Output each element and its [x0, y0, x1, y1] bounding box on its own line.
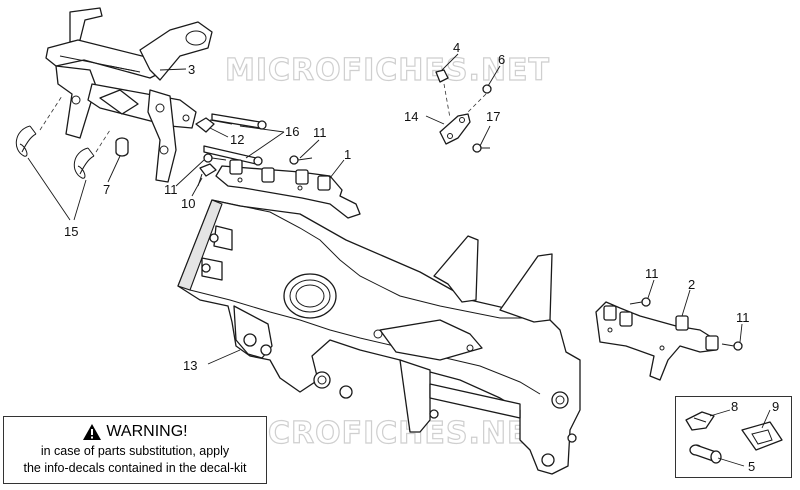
warning-heading: WARNING! — [4, 421, 266, 443]
part-11-screw-c[interactable] — [629, 297, 651, 307]
watermark-top: MICROFICHES.NET — [225, 53, 550, 88]
callout-14: 14 — [404, 109, 418, 124]
part-14-bracket[interactable] — [439, 83, 487, 145]
part-11-screw-a[interactable] — [203, 153, 227, 163]
part-6-nut[interactable] — [482, 84, 492, 94]
part-11-screw-d[interactable] — [721, 341, 743, 351]
callout-7: 7 — [103, 182, 110, 197]
callout-13: 13 — [183, 358, 197, 373]
warning-triangle-icon — [83, 424, 102, 440]
part-17-screw[interactable] — [472, 143, 490, 153]
callout-11a: 11 — [164, 182, 178, 197]
callout-9: 9 — [772, 399, 779, 414]
callout-16: 16 — [285, 124, 299, 139]
callout-11d: 11 — [736, 310, 750, 325]
callout-10: 10 — [181, 196, 195, 211]
callout-5: 5 — [748, 459, 755, 474]
warning-notice: WARNING! in case of parts substitution, … — [3, 416, 267, 484]
part-11-screw-b[interactable] — [289, 155, 313, 165]
callout-1: 1 — [344, 147, 351, 162]
part-16-screws[interactable] — [203, 113, 267, 166]
warning-line-2: the info-decals contained in the decal-k… — [23, 461, 247, 475]
part-5-grommet[interactable] — [689, 444, 722, 464]
part-1-left-plate[interactable] — [215, 159, 361, 219]
callout-15: 15 — [64, 224, 78, 239]
part-9-plate[interactable] — [741, 421, 783, 451]
warning-line-1: in case of parts substitution, apply — [40, 444, 230, 458]
callout-12: 12 — [230, 132, 244, 147]
watermark-bottom: MICROFICHES.NET — [225, 416, 550, 451]
warning-title: WARNING! — [106, 423, 188, 440]
callout-11c: 11 — [645, 266, 659, 281]
part-10-bolt[interactable] — [197, 163, 217, 187]
part-8-clip[interactable] — [685, 411, 715, 431]
part-13-main-frame[interactable] — [177, 199, 581, 475]
part-7-bushing[interactable] — [115, 137, 129, 157]
callout-2: 2 — [688, 277, 695, 292]
callout-6: 6 — [498, 52, 505, 67]
leader-lines — [27, 53, 771, 467]
callout-3: 3 — [188, 62, 195, 77]
callout-11b: 11 — [313, 125, 327, 140]
callout-4: 4 — [453, 40, 460, 55]
callout-labels: 1 2 3 4 5 6 7 8 9 10 11 11 11 11 12 13 1… — [64, 40, 779, 474]
decal-kit-box — [675, 396, 792, 478]
callout-8: 8 — [731, 399, 738, 414]
part-2-right-plate[interactable] — [595, 301, 719, 381]
part-4-nut[interactable] — [435, 69, 449, 83]
part-15-spring-clips[interactable] — [15, 95, 111, 179]
callout-17: 17 — [486, 109, 500, 124]
part-3-front-bracket[interactable] — [45, 7, 213, 183]
